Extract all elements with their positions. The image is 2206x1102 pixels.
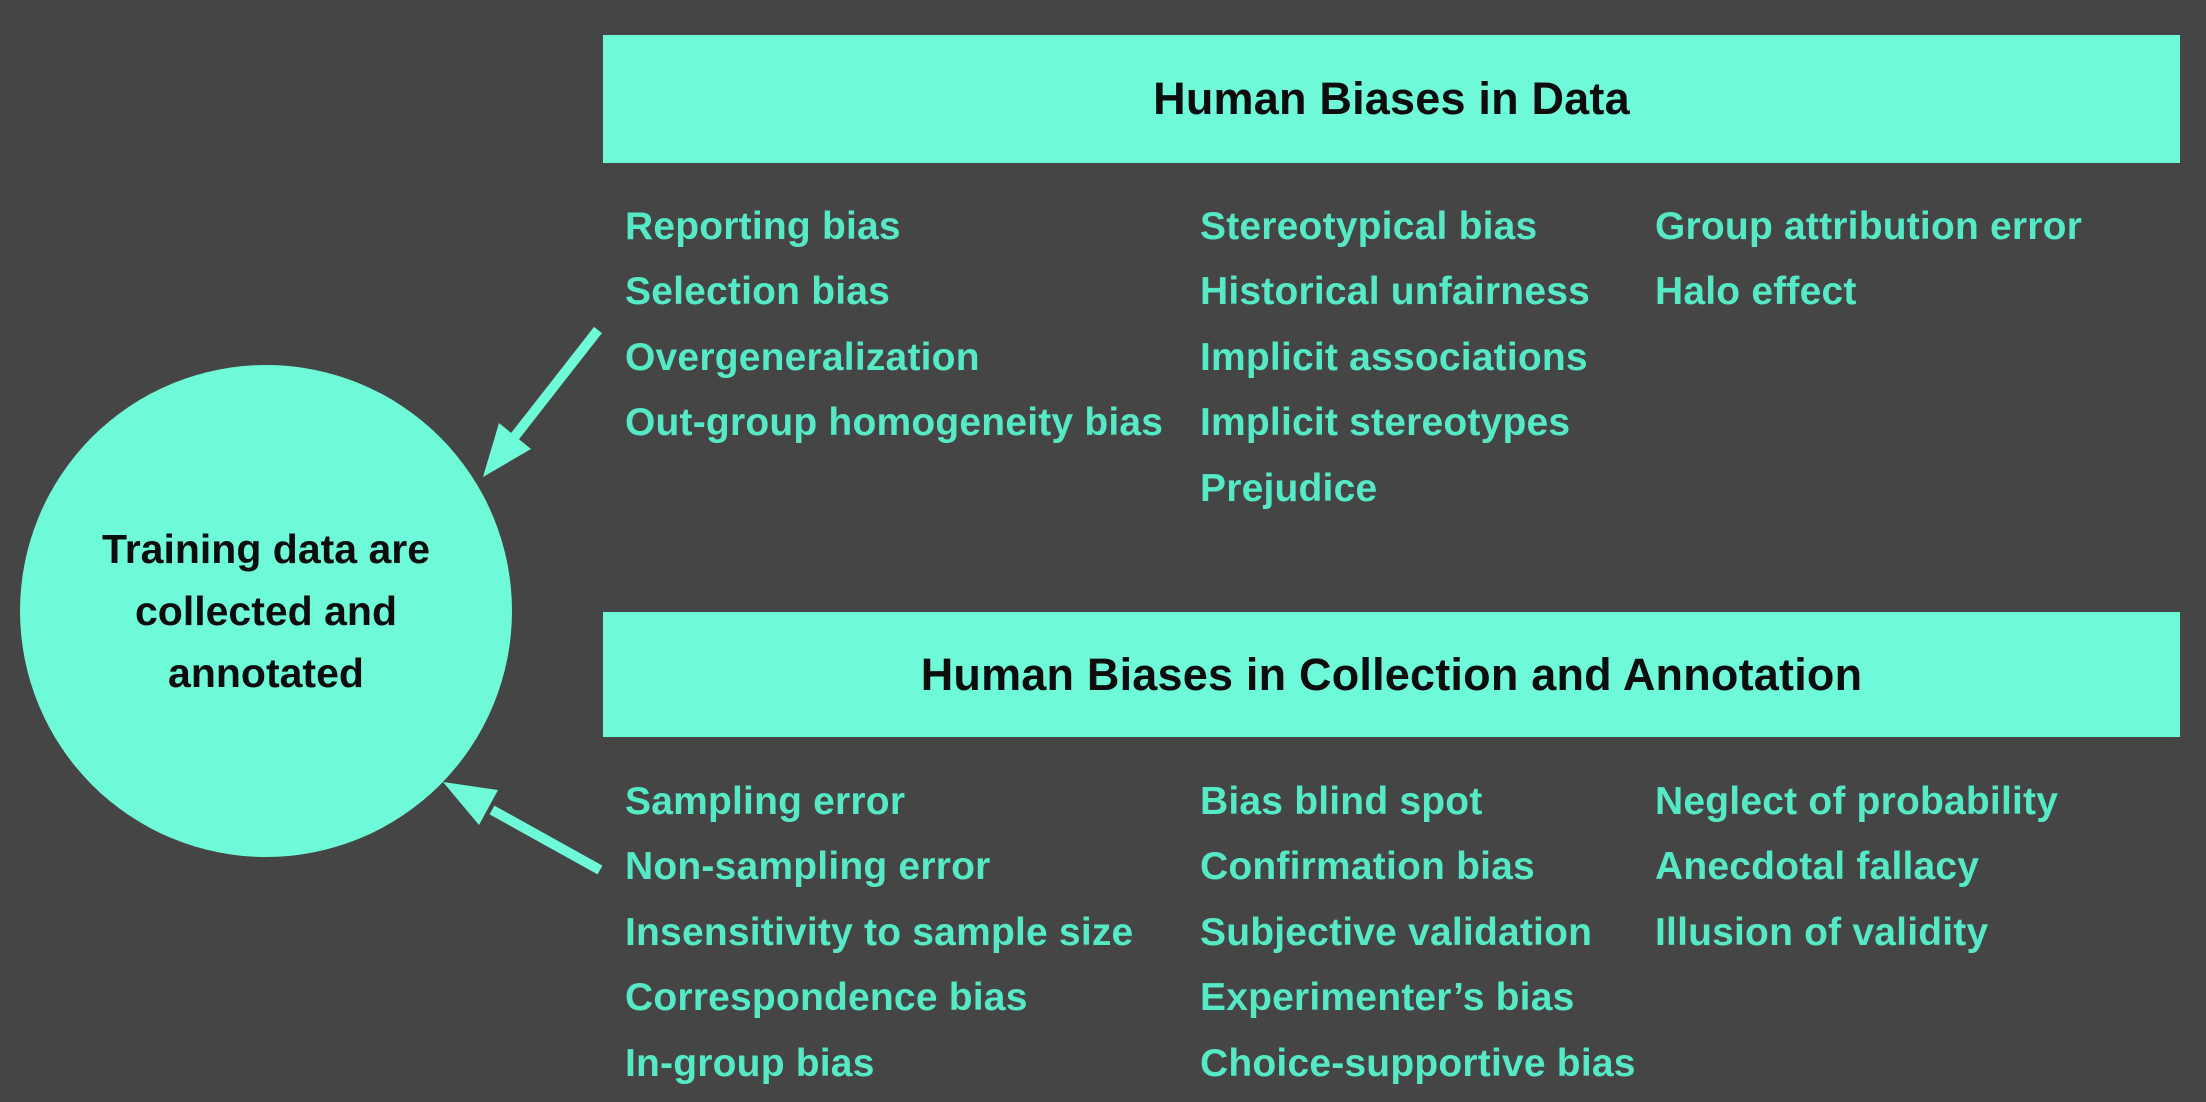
bias-item: Stereotypical bias <box>1200 204 1538 248</box>
training-data-circle-label: Training data are collected and annotate… <box>102 518 430 704</box>
header-human-biases-in-collection-and-annotation: Human Biases in Collection and Annotatio… <box>603 612 2180 737</box>
header-title: Human Biases in Collection and Annotatio… <box>920 648 1863 700</box>
bias-item: Correspondence bias <box>625 976 1028 1020</box>
circle-text-line-2: collected and <box>134 588 397 634</box>
bias-item: Confirmation bias <box>1200 845 1535 889</box>
bias-item: Historical unfairness <box>1200 270 1590 314</box>
bias-item: Choice-supportive bias <box>1200 1041 1636 1085</box>
training-data-circle: Training data are collected and annotate… <box>20 365 512 857</box>
bias-item: Neglect of probability <box>1655 779 2059 823</box>
bias-item: Group attribution error <box>1655 204 2083 248</box>
circle-text-line-3: annotated <box>168 650 364 696</box>
bias-item: Reporting bias <box>625 204 901 248</box>
bias-item: Halo effect <box>1655 270 1857 314</box>
bias-item: Selection bias <box>625 270 891 314</box>
circle-text-line-1: Training data are <box>101 526 431 572</box>
bias-item: Out-group homogeneity bias <box>625 401 1164 445</box>
bias-item: Non-sampling error <box>625 845 991 889</box>
bias-item: Illusion of validity <box>1655 910 1989 954</box>
bias-item: In-group bias <box>625 1041 875 1085</box>
bias-item: Anecdotal fallacy <box>1655 845 1980 889</box>
bias-item: Overgeneralization <box>625 335 980 379</box>
bias-item: Implicit associations <box>1200 335 1588 379</box>
bias-item: Insensitivity to sample size <box>625 910 1134 954</box>
bias-item: Subjective validation <box>1200 910 1593 954</box>
arrow-down-left-icon <box>483 326 602 477</box>
bias-item: Implicit stereotypes <box>1200 401 1571 445</box>
bias-item: Experimenter’s bias <box>1200 976 1575 1020</box>
bias-item: Bias blind spot <box>1200 779 1483 823</box>
bias-item: Sampling error <box>625 779 906 823</box>
arrow-up-left-icon <box>443 782 603 875</box>
header-title: Human Biases in Data <box>1153 73 1630 124</box>
header-human-biases-in-data: Human Biases in Data <box>603 35 2180 163</box>
bias-item: Prejudice <box>1200 466 1378 510</box>
